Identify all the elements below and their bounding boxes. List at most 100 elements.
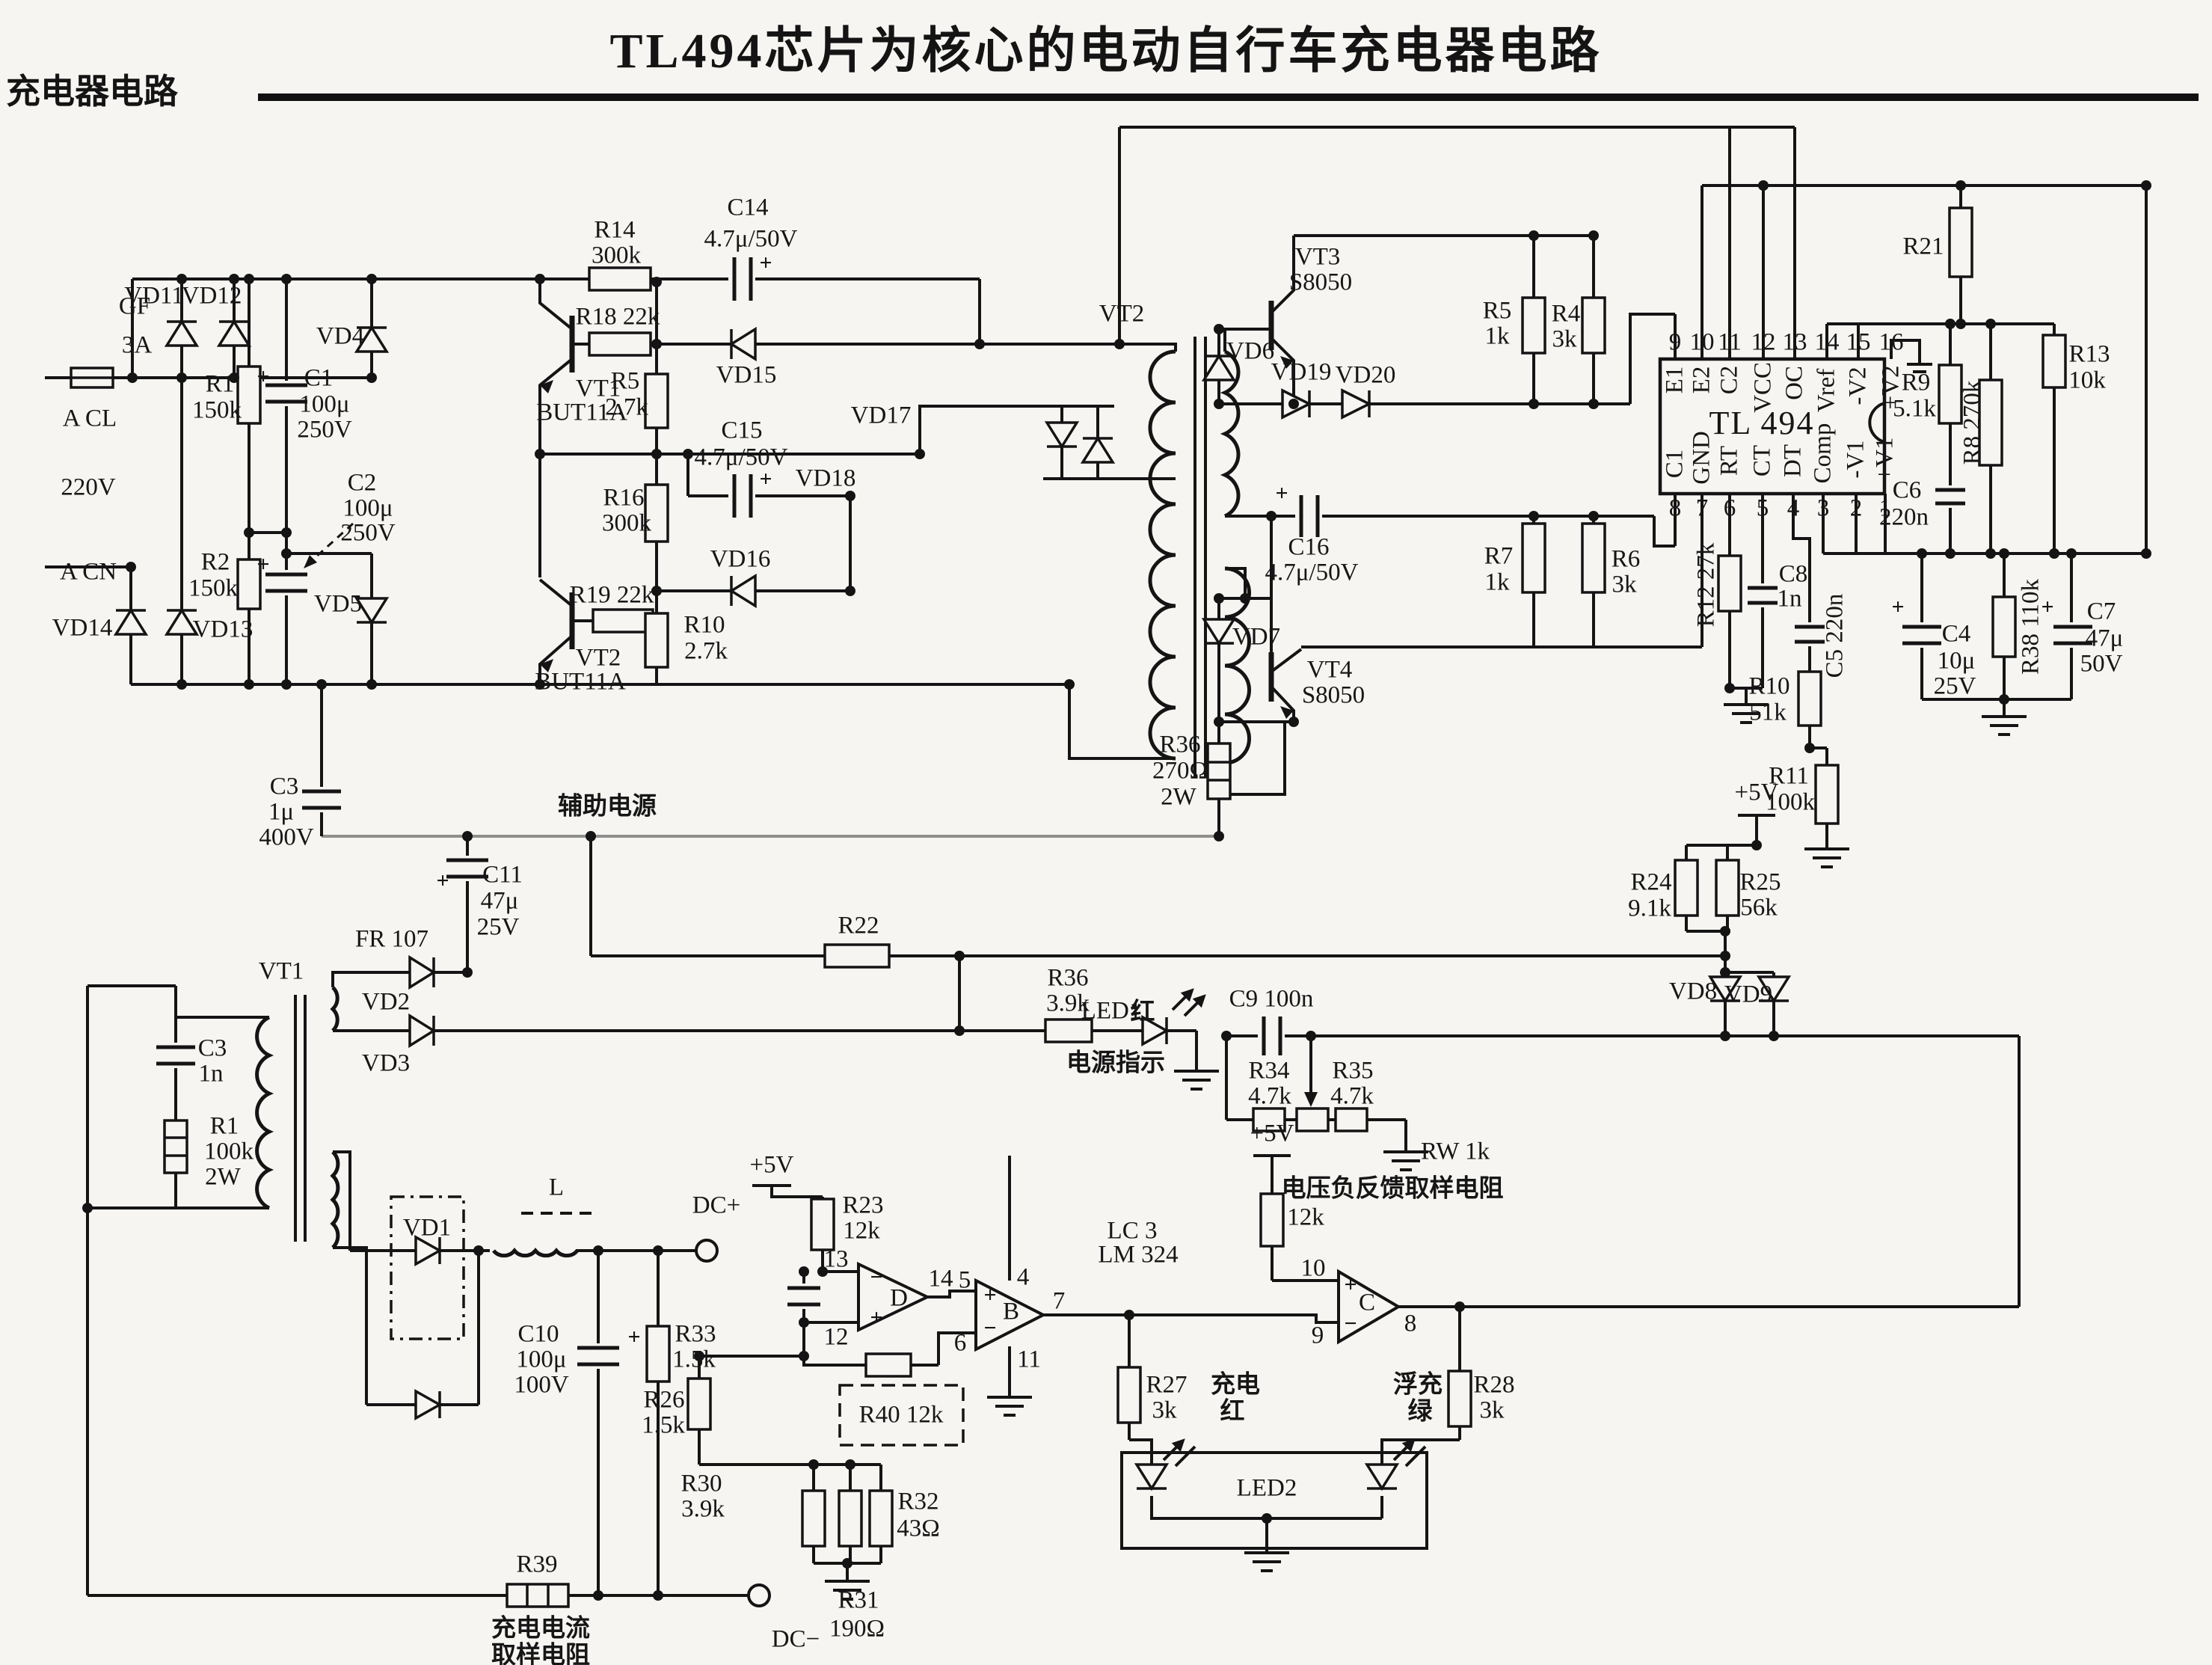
r26-label: R26 — [643, 1386, 685, 1414]
r30-label: R30 — [681, 1470, 722, 1497]
r5b-v-label: 1k — [1484, 322, 1510, 350]
vt1-t-label: VT1 — [258, 957, 304, 985]
transistors — [540, 301, 1294, 719]
vt2-t-label: VT2 — [1099, 300, 1145, 328]
r38-label: R38 110k — [2017, 578, 2044, 675]
r11-v-label: 100k — [1766, 788, 1815, 816]
vt2-label: VT2 — [575, 644, 621, 672]
c8-v-label: 1n — [1777, 585, 1802, 613]
vd14-label: VD14 — [52, 614, 113, 642]
r30-v-label: 3.9k — [681, 1495, 725, 1523]
r16-label: R16 — [603, 484, 645, 512]
led1-c-label: 红 — [1130, 999, 1155, 1026]
r25-label: R25 — [1739, 868, 1781, 896]
vd9-label: VD9 — [1724, 981, 1773, 1008]
vd1-label: VD1 — [402, 1214, 452, 1242]
vd5-label: VD5 — [313, 590, 363, 618]
power-ind-label: 电源指示 — [1066, 1049, 1165, 1077]
vd16-label: VD16 — [710, 545, 771, 573]
vd12-label: VD12 — [181, 282, 242, 310]
vd3-label: VD3 — [361, 1049, 411, 1077]
r33-v-label: 1.5k — [672, 1346, 716, 1373]
pin-gnd-label: GND — [1688, 431, 1715, 485]
c14-label: C14 — [727, 194, 769, 221]
pin-4-label: 4 — [1787, 494, 1800, 522]
c15-p-label: + — [759, 467, 772, 491]
r10b-v-label: 51k — [1749, 699, 1787, 726]
led2-label: LED2 — [1236, 1474, 1297, 1502]
c6-label: C6 — [1892, 476, 1922, 504]
r2-label: R2 — [200, 548, 230, 576]
pin-dt-label: DT — [1779, 444, 1807, 477]
c1-v2-label: 250V — [297, 416, 352, 444]
leds — [1134, 988, 1427, 1491]
r33-label: R33 — [675, 1320, 716, 1348]
opc-plus-label: + — [1344, 1272, 1357, 1297]
r25-v-label: 56k — [1740, 894, 1778, 922]
opd-label: D — [890, 1284, 908, 1312]
pin-7-label: 7 — [1695, 494, 1709, 522]
p5v-c-label: +5V — [749, 1151, 794, 1179]
r36b-label: R36 — [1047, 964, 1089, 992]
r16-v-label: 300k — [602, 509, 651, 537]
pin-14-label: 14 — [1814, 328, 1840, 356]
r24-v-label: 9.1k — [1628, 895, 1671, 922]
c14-v-label: 4.7μ/50V — [704, 225, 798, 253]
op-5-label: 5 — [958, 1266, 971, 1294]
r1b-v-label: 100k — [204, 1138, 254, 1165]
c4-label: C4 — [1941, 620, 1971, 648]
led1-label: LED1 — [1081, 997, 1142, 1025]
pin-c2-label: C2 — [1715, 365, 1743, 395]
opb-minus-label: − — [983, 1316, 997, 1340]
r7-label: R7 — [1484, 542, 1514, 570]
c3a-v2-label: 400V — [259, 824, 314, 851]
ac-v-label: 220V — [61, 473, 116, 501]
page-title: TL494芯片为核心的电动自行车充电器电路 — [609, 24, 1603, 79]
fr107-label: FR 107 — [354, 925, 429, 953]
r40-label: R40 12k — [858, 1401, 944, 1429]
rw-label: RW 1k — [1421, 1138, 1490, 1165]
sense-note1-label: 充电电流 — [491, 1615, 590, 1643]
c1-label: C1 — [304, 364, 334, 392]
c1-p-label: + — [256, 364, 270, 389]
r1a-label: R1 — [205, 370, 235, 398]
ic-tl494 — [1658, 357, 1887, 496]
r10a-v-label: 2.7k — [684, 637, 728, 665]
grounds — [825, 363, 2027, 1601]
vt1-m-label: BUT11A — [536, 399, 627, 426]
ac-n-label: A CN — [59, 558, 117, 586]
vd17-label: VD17 — [850, 402, 912, 429]
fb-note-label: 电压负反馈取样电阻 — [1281, 1175, 1504, 1203]
r28-v-label: 3k — [1479, 1396, 1505, 1424]
c2-v2-label: 250V — [340, 519, 396, 547]
pin-rt-label: RT — [1715, 445, 1743, 476]
pin-11-label: 11 — [1718, 328, 1742, 356]
fuse-val-label: 3A — [121, 331, 153, 359]
opd-minus-label: − — [870, 1265, 883, 1290]
pin-ct-label: CT — [1748, 444, 1776, 477]
c3b-v-label: 1n — [198, 1060, 224, 1088]
c16-v-label: 4.7μ/50V — [1265, 559, 1359, 586]
r27-label: R27 — [1146, 1371, 1188, 1399]
pin-6-label: 6 — [1723, 494, 1736, 522]
pin-12-label: 12 — [1751, 328, 1776, 356]
c4-p-label: + — [1891, 595, 1905, 619]
c7-p-label: + — [2041, 595, 2054, 619]
pin-1-label: 1 — [1878, 494, 1892, 522]
c15-v-label: 4.7μ/50V — [694, 444, 788, 471]
fuse-ref-label: GF — [118, 292, 151, 320]
vd8-label: VD8 — [1668, 978, 1718, 1005]
pin-8-label: 8 — [1668, 494, 1682, 522]
chg-red-label: 红 — [1220, 1398, 1245, 1426]
r36a-label: R36 — [1159, 731, 1201, 758]
op-6-label: 6 — [953, 1329, 967, 1357]
dc-minus-terminal — [747, 1583, 771, 1607]
float-note-label: 浮充 — [1393, 1371, 1443, 1399]
vd2-label: VD2 — [361, 988, 411, 1016]
pin-mv2-label: -V2 — [1844, 367, 1872, 405]
r5b-label: R5 — [1482, 297, 1512, 325]
r2-v-label: 150k — [188, 574, 238, 602]
pin-e1-label: E1 — [1661, 366, 1689, 394]
side-label: 充电器电路 — [6, 73, 178, 111]
